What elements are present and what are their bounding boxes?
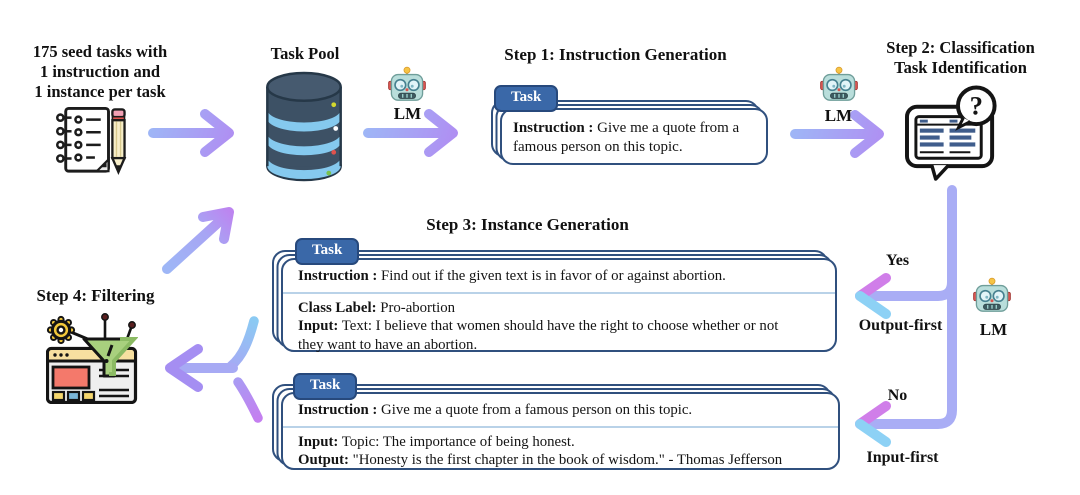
instance-section: Class Label: Pro-abortion Input: Text: I… <box>283 291 835 361</box>
step3-heading: Step 3: Instance Generation <box>426 215 629 234</box>
arrow-seed-to-pool <box>148 109 234 157</box>
database-icon <box>264 70 344 184</box>
seed-notepad-icon <box>50 106 132 176</box>
lm-robot-icon-3 <box>973 277 1011 315</box>
instruction-row: Instruction : Give me a quote from a fam… <box>298 402 693 418</box>
lm-label-2: LM <box>824 106 853 125</box>
lm-robot-icon-1 <box>388 66 426 104</box>
lm-label-3: LM <box>979 320 1008 339</box>
arrow-merge-head <box>165 344 203 392</box>
lm-label-1: LM <box>393 104 422 123</box>
filtering-icon <box>46 312 138 404</box>
task-tab: Task <box>494 85 559 112</box>
task-tab: Task <box>293 373 358 400</box>
task-pool-label: Task Pool <box>270 44 340 63</box>
seed-tasks-label: 175 seed tasks with 1 instruction and 1 … <box>32 42 168 101</box>
branch-connector-yes <box>861 277 957 301</box>
instruction-row: Instruction : Find out if the given text… <box>298 268 726 284</box>
instruction-row: Instruction : Give me a quote from a fam… <box>513 120 740 155</box>
input-row: Input: Text: I believe that women should… <box>298 318 779 353</box>
task-card-generation: Task Instruction : Give me a quote from … <box>272 373 840 470</box>
arrow-pool-to-step1 <box>363 109 458 157</box>
branch-connector-no <box>861 185 957 429</box>
task-card-step1: Task Instruction : Give me a quote from … <box>491 85 768 165</box>
input-first-label: Input-first <box>866 449 939 466</box>
arrow-filtering-to-pool <box>162 207 234 274</box>
step1-heading: Step 1: Instruction Generation <box>504 45 727 64</box>
class-label-row: Class Label: Pro-abortion <box>298 299 456 316</box>
output-first-label: Output-first <box>858 317 943 334</box>
yes-arrowhead-bottom <box>855 291 891 319</box>
classification-question-icon <box>903 84 1007 181</box>
step2-heading: Step 2: Classification Task Identificati… <box>886 38 1035 77</box>
no-label: No <box>887 387 908 404</box>
curve-classification-to-filtering <box>226 316 259 371</box>
instance-section: Input: Topic: The importance of being ho… <box>283 425 838 476</box>
curve-generation-to-filtering <box>233 377 263 423</box>
input-row: Input: Topic: The importance of being ho… <box>298 433 575 450</box>
output-row: Output: "Honesty is the first chapter in… <box>298 452 783 469</box>
no-arrowhead-bottom <box>855 419 891 447</box>
task-tab: Task <box>295 238 360 265</box>
step4-heading: Step 4: Filtering <box>36 286 155 305</box>
yes-label: Yes <box>885 252 910 269</box>
task-card-classification: Task Instruction : Find out if the given… <box>272 238 837 353</box>
arrow-step1-to-step2 <box>790 110 884 158</box>
lm-robot-icon-2 <box>820 66 858 104</box>
